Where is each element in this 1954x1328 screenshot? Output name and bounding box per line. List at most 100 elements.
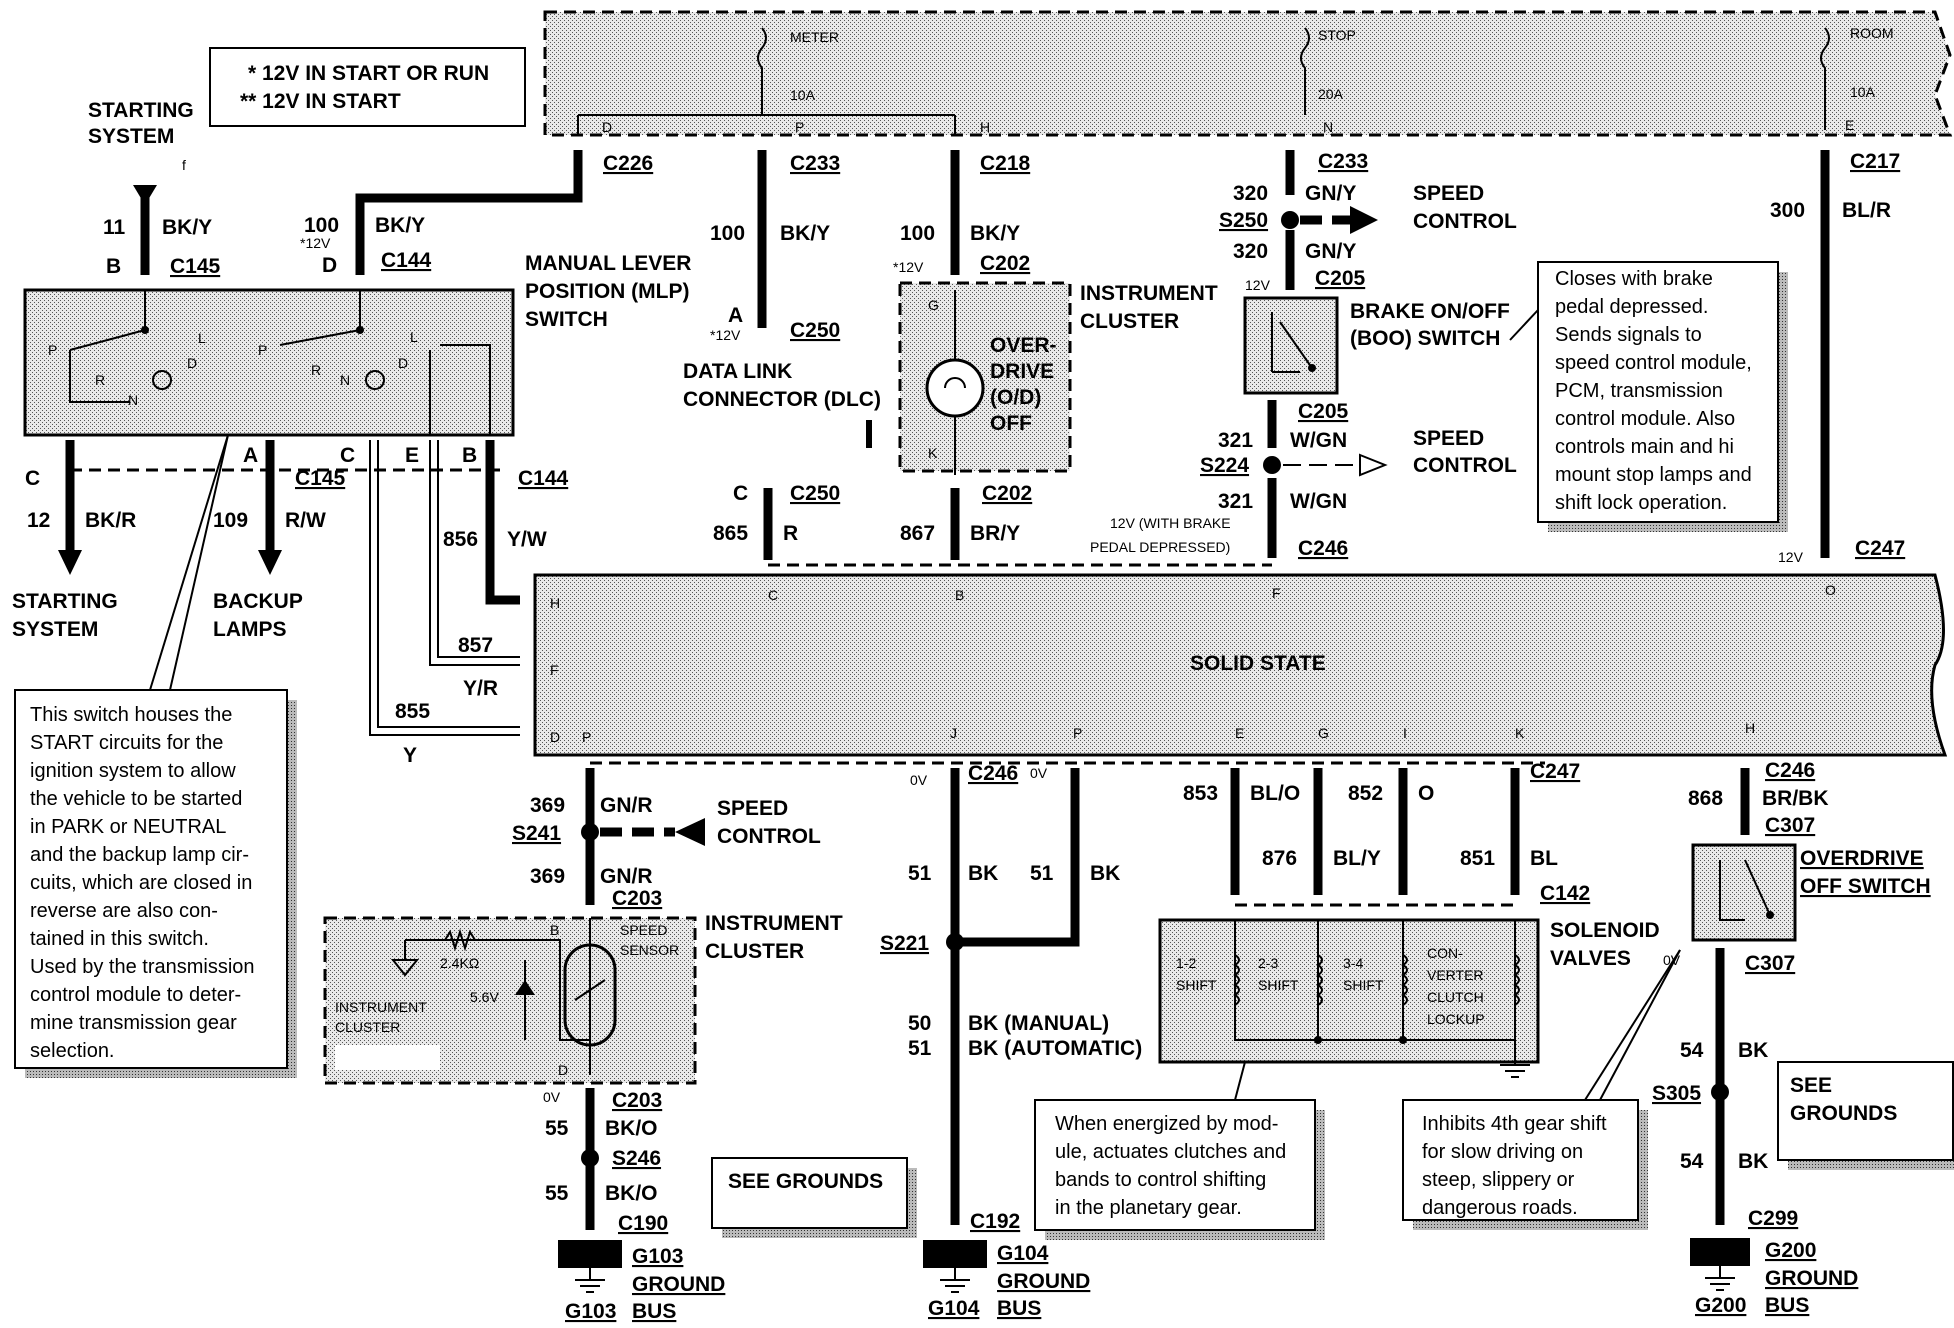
ss-zener: 5.6V (470, 989, 499, 1005)
c203-0v: 0V (543, 1089, 561, 1105)
g104-label-2: GROUND (997, 1270, 1090, 1293)
wire-853-color: BL/O (1250, 782, 1300, 805)
wire-51-b (955, 768, 1080, 947)
legend-line-2: ** 12V IN START (240, 90, 401, 113)
splice-s250 (1281, 211, 1299, 229)
wire-852-num: 852 (1348, 782, 1383, 805)
note-boo-pointer (1509, 309, 1539, 341)
wire-321b-num: 321 (1218, 490, 1253, 513)
od-label-4: OFF (990, 412, 1032, 435)
mlp-pos-n1: N (128, 392, 138, 408)
arrow-speed-control-1 (1350, 206, 1378, 234)
conn-c144-top: C144 (381, 249, 432, 272)
note-solenoid-line: bands to control shifting (1055, 1169, 1266, 1191)
wire-54b-num: 54 (1680, 1150, 1704, 1173)
wire-857-color: Y/R (463, 677, 498, 700)
note-mlp-line: the vehicle to be started (30, 788, 242, 810)
ssm-pin-e: E (1235, 725, 1244, 741)
splice-s221-label: S221 (880, 932, 929, 955)
wire-50-color: BK (MANUAL) (968, 1012, 1109, 1035)
dlc-pin-c: C (733, 482, 748, 505)
wire-55b-num: 55 (545, 1182, 569, 1205)
conn-c205-bot: C205 (1298, 400, 1349, 423)
wire-50-num: 50 (908, 1012, 931, 1035)
ssm-pin-p: P (582, 729, 591, 745)
g200-label-1: G200 (1765, 1239, 1816, 1262)
note-boo-line: mount stop lamps and (1555, 464, 1752, 486)
splice-s221 (946, 933, 964, 951)
ssm-pin-h: H (550, 595, 560, 611)
note-boo-line: PCM, transmission (1555, 380, 1723, 402)
mlp-pos-l2: L (410, 329, 418, 345)
fuse-pin-e: E (1845, 117, 1854, 133)
wire-857-num: 857 (458, 634, 493, 657)
ss-ic-inner-1: INSTRUMENT (335, 999, 427, 1015)
starting-system-top-3: f (182, 157, 186, 173)
ic3-label-2: CLUSTER (705, 940, 804, 963)
g104-label-1: G104 (997, 1242, 1049, 1265)
wire-300-color: BL/R (1842, 199, 1891, 222)
wire-55b-color: BK/O (605, 1182, 658, 1205)
fuse-stop-amp: 20A (1318, 86, 1344, 102)
fuse-pin-h: H (980, 119, 990, 135)
wire-54b-color: BK (1738, 1150, 1768, 1173)
ground-g103 (558, 1240, 622, 1293)
conn-c247-top: C247 (1855, 537, 1905, 560)
note-mlp-line: selection. (30, 1040, 115, 1062)
wire-100a-note: *12V (300, 235, 331, 251)
g104-label-4: G104 (928, 1297, 980, 1320)
wire-320b-num: 320 (1233, 240, 1268, 263)
ic-label-2: CLUSTER (1080, 310, 1179, 333)
ssm-pin-f: F (550, 662, 559, 678)
note-overdrive-line: steep, slippery or (1422, 1169, 1575, 1191)
solenoid-label-1: SOLENOID (1550, 919, 1660, 942)
pin-d-top: D (322, 254, 337, 277)
note-boo-line: Closes with brake (1555, 268, 1713, 290)
solenoid-label-2: VALVES (1550, 947, 1631, 970)
mlp-pos-l1: L (198, 330, 206, 346)
wire-109-color: R/W (285, 509, 326, 532)
wire-867-num: 867 (900, 522, 935, 545)
wire-100a-color: BK/Y (375, 214, 425, 237)
sv-3b: SHIFT (1343, 977, 1384, 993)
note-solenoid-line: in the planetary gear. (1055, 1197, 1242, 1219)
ssm-pin-b: B (955, 587, 964, 603)
fuse-pin-d: D (602, 119, 612, 135)
ods-label-2: OFF SWITCH (1800, 875, 1931, 898)
ssm-pin-d: D (550, 729, 560, 745)
speed-control-3b: CONTROL (717, 825, 821, 848)
wire-11-num: 11 (103, 216, 126, 239)
dlc-12v: *12V (710, 327, 741, 343)
note-overdrive-pointer-2 (1599, 949, 1681, 1101)
splice-s305 (1711, 1083, 1729, 1101)
wire-51b-color: BK (1090, 862, 1120, 885)
wire-51c-num: 51 (908, 1037, 932, 1060)
wire-11-color: BK/Y (162, 216, 212, 239)
wire-369a-color: GN/R (600, 794, 653, 817)
ods-label-1: OVERDRIVE (1800, 847, 1924, 870)
splice-s241-label: S241 (512, 822, 561, 845)
ss-ic-inner-2: CLUSTER (335, 1019, 400, 1035)
conn-c202-bot: C202 (982, 482, 1032, 505)
wire-51a-num: 51 (908, 862, 932, 885)
wire-851-color: BL (1530, 847, 1558, 870)
see-grounds-1: SEE GROUNDS (711, 1157, 917, 1238)
fuse-meter-label: METER (790, 29, 839, 45)
dlc-symbol (866, 420, 872, 448)
ssm-pin-p2: P (1073, 725, 1082, 741)
wire-54a-num: 54 (1680, 1039, 1704, 1062)
ssm-pin-g: G (1318, 725, 1329, 741)
legend-line-1: * 12V IN START OR RUN (248, 62, 489, 85)
arrow-speed-control-2 (1359, 453, 1388, 477)
g103-label-3: BUS (632, 1300, 676, 1323)
note-mlp-line: Used by the transmission (30, 956, 255, 978)
conn-c203-top: C203 (612, 887, 662, 910)
note-mlp-line: mine transmission gear (30, 1012, 237, 1034)
wire-100-a (355, 150, 583, 275)
od-label-1: OVER- (990, 334, 1057, 357)
od-label-2: DRIVE (990, 360, 1054, 383)
splice-s224 (1263, 456, 1281, 474)
see-grounds-2: SEE GROUNDS (1777, 1061, 1954, 1170)
dlc-pin-a: A (728, 304, 743, 327)
wire-855-num: 855 (395, 700, 430, 723)
